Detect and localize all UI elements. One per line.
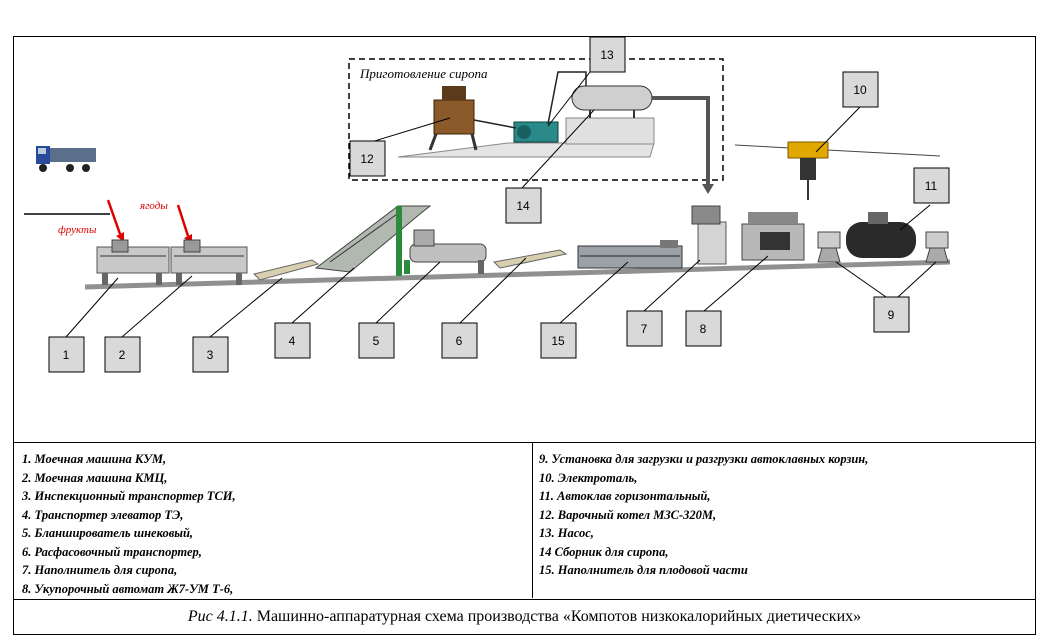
svg-text:15: 15: [551, 334, 565, 348]
number-box-14: 14: [505, 187, 542, 224]
caption-top-rule: [13, 599, 1036, 600]
svg-text:10: 10: [853, 83, 867, 97]
number-box-2: 2: [104, 336, 141, 373]
number-box-4: 4: [274, 322, 311, 359]
number-box-6: 6: [441, 322, 478, 359]
pipe-tank-filler: [652, 96, 710, 186]
capping-machine: [741, 212, 805, 261]
svg-text:11: 11: [925, 179, 938, 193]
legend-item: 3. Инспекционный транспортер ТСИ,: [22, 489, 236, 503]
pipe-pump-tank: [547, 71, 587, 125]
number-box-11: 11: [913, 167, 950, 204]
legend-item: 6. Расфасовочный транспортер,: [22, 544, 202, 559]
hoist-rail: [734, 144, 941, 157]
svg-text:14: 14: [516, 199, 530, 213]
number-box-8: 8: [685, 310, 722, 347]
screw-blancher: [404, 229, 487, 274]
figure-number: Рис 4.1.1.: [187, 608, 253, 625]
pipe-arrowhead: [702, 184, 714, 194]
syrup-preparation-area: [348, 58, 724, 181]
legend-item: 5. Бланширователь шнековый,: [22, 526, 194, 540]
washing-machine-kum: [96, 239, 170, 285]
svg-text:3: 3: [207, 348, 214, 362]
svg-text:1: 1: [63, 348, 70, 362]
syrup-filler: [691, 205, 727, 265]
svg-text:6: 6: [456, 334, 463, 348]
platform: [397, 142, 655, 158]
svg-text:8: 8: [700, 322, 707, 336]
legend-item: 8. Укупорочный автомат Ж7-УМ Т-6,: [22, 581, 234, 596]
figure-frame: [13, 36, 1036, 635]
washing-machine-kmc: [170, 239, 248, 285]
production-floor-line: [84, 259, 951, 290]
number-box-9: 9: [873, 296, 910, 333]
number-box-12: 12: [349, 140, 386, 177]
legend-right: 9. Установка для загрузки и разгрузки ав…: [539, 450, 868, 580]
leader-lines: [65, 71, 937, 338]
electric-hoist: [787, 141, 829, 200]
elevator-conveyor: [314, 205, 432, 276]
legend-item: 10. Электроталь,: [539, 470, 638, 485]
fruits-label: фрукты: [58, 224, 97, 236]
legend-item: 15. Наполнитель для плодовой части: [539, 563, 748, 577]
berries-arrow: [176, 204, 190, 237]
process-diagram: фрукты ягоды: [24, 36, 951, 373]
svg-text:12: 12: [360, 152, 374, 166]
number-box-1: 1: [48, 336, 85, 373]
number-box-7: 7: [626, 310, 663, 347]
legend-item: 12. Варочный котел МЗС-320М,: [539, 507, 717, 522]
number-box-3: 3: [192, 336, 229, 373]
svg-text:13: 13: [600, 48, 614, 62]
pipe-kettle-pump: [473, 119, 517, 129]
basket-loading-unit-left: [817, 231, 841, 263]
legend-column-divider: [532, 442, 533, 598]
legend-item: 9. Установка для загрузки и разгрузки ав…: [539, 452, 869, 466]
pump: [513, 121, 559, 143]
svg-text:4: 4: [289, 334, 296, 348]
figure-caption: Рис 4.1.1. Машинно-аппаратурная схема пр…: [13, 600, 1036, 634]
fruits-arrow: [106, 199, 122, 235]
figure-title: Машинно-аппаратурная схема производства …: [252, 608, 862, 625]
basket-loading-unit-right: [925, 231, 949, 263]
legend-top-rule: [13, 442, 1036, 443]
fruit-filler: [577, 240, 683, 269]
legend-item: 13. Насос,: [539, 526, 594, 540]
svg-text:5: 5: [373, 334, 380, 348]
cooking-kettle: [428, 86, 478, 151]
svg-text:7: 7: [641, 322, 648, 336]
berries-label: ягоды: [139, 200, 168, 212]
svg-text:2: 2: [119, 348, 126, 362]
svg-text:9: 9: [888, 308, 895, 322]
legend-item: 4. Транспортер элеватор ТЭ,: [22, 507, 184, 522]
inspection-conveyor: [253, 259, 320, 281]
number-box-5: 5: [358, 322, 395, 359]
truck-icon: [36, 146, 96, 172]
number-box-13: 13: [589, 36, 626, 73]
legend-item: 11. Автоклав горизонтальный,: [539, 489, 711, 503]
legend-item: 2. Моечная машина КМЦ,: [22, 470, 168, 485]
legend-item: 1. Моечная машина КУМ,: [22, 452, 167, 466]
number-box-10: 10: [842, 71, 879, 108]
syrup-section-title: Приготовление сиропа: [359, 66, 488, 81]
legend-left: 1. Моечная машина КУМ, 2. Моечная машина…: [22, 450, 236, 598]
number-box-15: 15: [540, 322, 577, 359]
packing-conveyor: [492, 249, 568, 269]
legend-item: 14 Сборник для сиропа,: [539, 544, 669, 559]
syrup-tank: [571, 85, 653, 118]
horizontal-autoclave: [846, 212, 916, 258]
legend-item: 7. Наполнитель для сиропа,: [22, 563, 178, 577]
